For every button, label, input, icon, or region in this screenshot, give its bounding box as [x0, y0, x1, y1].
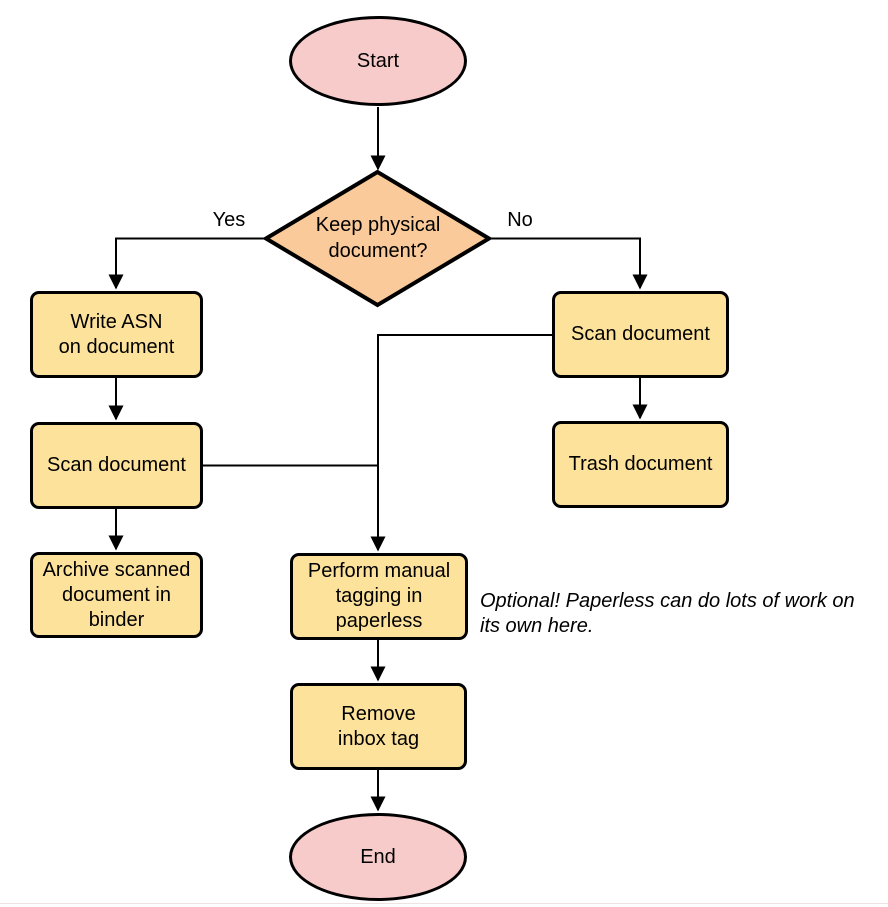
- node-scan-document-left: Scan document: [30, 422, 203, 509]
- edge-scan-right-to-tagging: [370, 334, 552, 552]
- node-trash-document: Trash document: [552, 421, 729, 508]
- page-bottom-divider: [0, 903, 888, 904]
- node-start: Start: [289, 16, 467, 106]
- node-write-asn: Write ASN on document: [30, 291, 203, 378]
- annotation-line-1: Optional! Paperless can do lots of work …: [480, 590, 855, 612]
- node-scan-document-right: Scan document: [552, 291, 729, 378]
- node-remove-inbox-tag: Remove inbox tag: [290, 683, 467, 770]
- annotation-optional-note: Optional! Paperless can do lots of work …: [480, 589, 878, 639]
- node-manual-tagging: Perform manual tagging in paperless: [290, 553, 468, 640]
- node-end: End: [289, 813, 467, 901]
- node-decision-label: Keep physical document?: [315, 214, 441, 262]
- node-archive-binder: Archive scanned document in binder: [30, 552, 203, 638]
- node-decision-shape: [262, 169, 493, 308]
- edge-label-no: No: [507, 209, 533, 231]
- edge-decision-yes-to-write-asn: [108, 237, 266, 290]
- annotation-line-2: its own here.: [480, 615, 594, 637]
- edge-label-yes: Yes: [212, 209, 246, 231]
- edge-decision-no-to-scan-right: [489, 237, 648, 290]
